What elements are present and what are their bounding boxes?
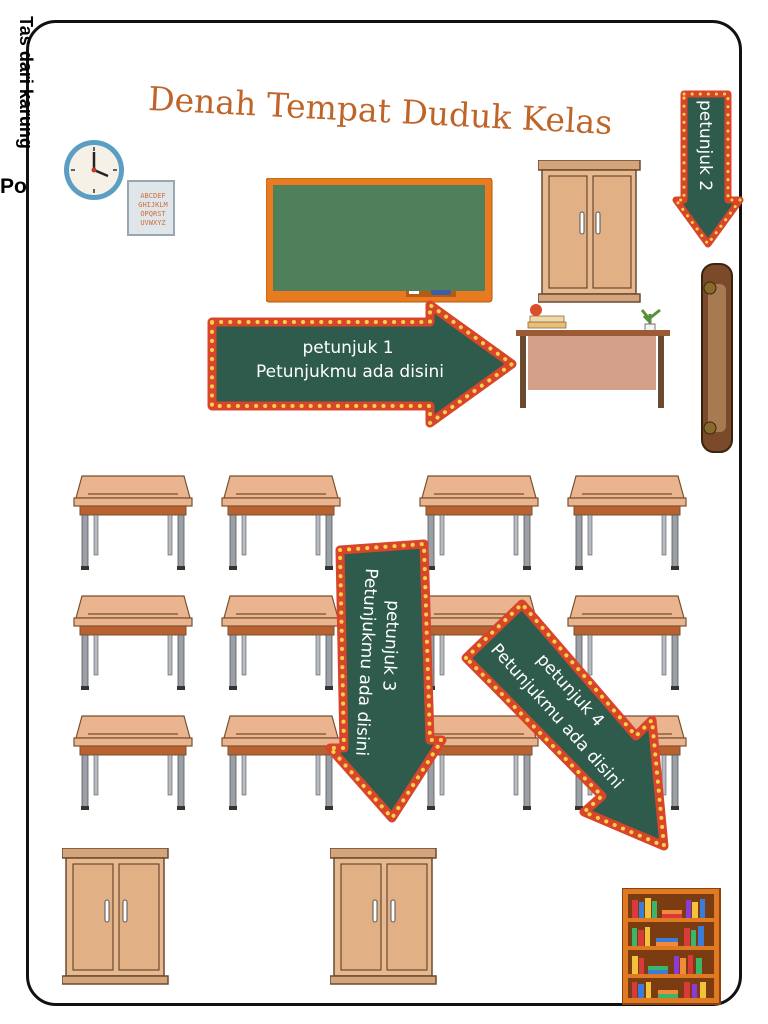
- arrow-1-line2: Petunjukmu ada disini: [256, 362, 444, 382]
- arrow-2: petunjuk 2: [672, 90, 744, 248]
- alphabet-row-2: GHIJKLM: [138, 201, 168, 209]
- alphabet-row-3: OPQRST: [140, 210, 166, 218]
- arrow-1: petunjuk 1 Petunjukmu ada disini: [207, 300, 517, 428]
- cabinet-icon: [62, 848, 169, 985]
- arrow-3: petunjuk 3 Petunjukmu ada disini: [325, 539, 447, 823]
- alphabet-row-1: ABCDEF: [140, 192, 165, 200]
- bag-icon: [701, 263, 733, 453]
- bookshelf-icon: [622, 888, 721, 1005]
- cabinet-icon: [538, 160, 641, 303]
- teacher-desk-icon: [516, 304, 670, 408]
- alphabet-chart-icon: ABCDEF GHIJKLM OPQRST UVWXYZ: [127, 180, 175, 236]
- page-title: Denah Tempat Duduk Kelas: [100, 79, 660, 146]
- arrow-4: petunjuk 4 Petunjukmu ada disini: [461, 599, 669, 851]
- arrow-3-line1: petunjuk 3: [378, 600, 403, 692]
- chalkboard-icon: [266, 178, 493, 303]
- arrow-icon: [672, 90, 744, 248]
- arrow-2-line1: petunjuk 2: [695, 100, 715, 191]
- alphabet-chart: ABCDEF GHIJKLM OPQRST UVWXYZ: [138, 192, 168, 227]
- alphabet-row-4: UVWXYZ: [140, 219, 165, 227]
- wall-clock-icon: [64, 140, 124, 200]
- arrow-1-line1: petunjuk 1: [302, 338, 393, 358]
- cabinet-icon: [330, 848, 437, 985]
